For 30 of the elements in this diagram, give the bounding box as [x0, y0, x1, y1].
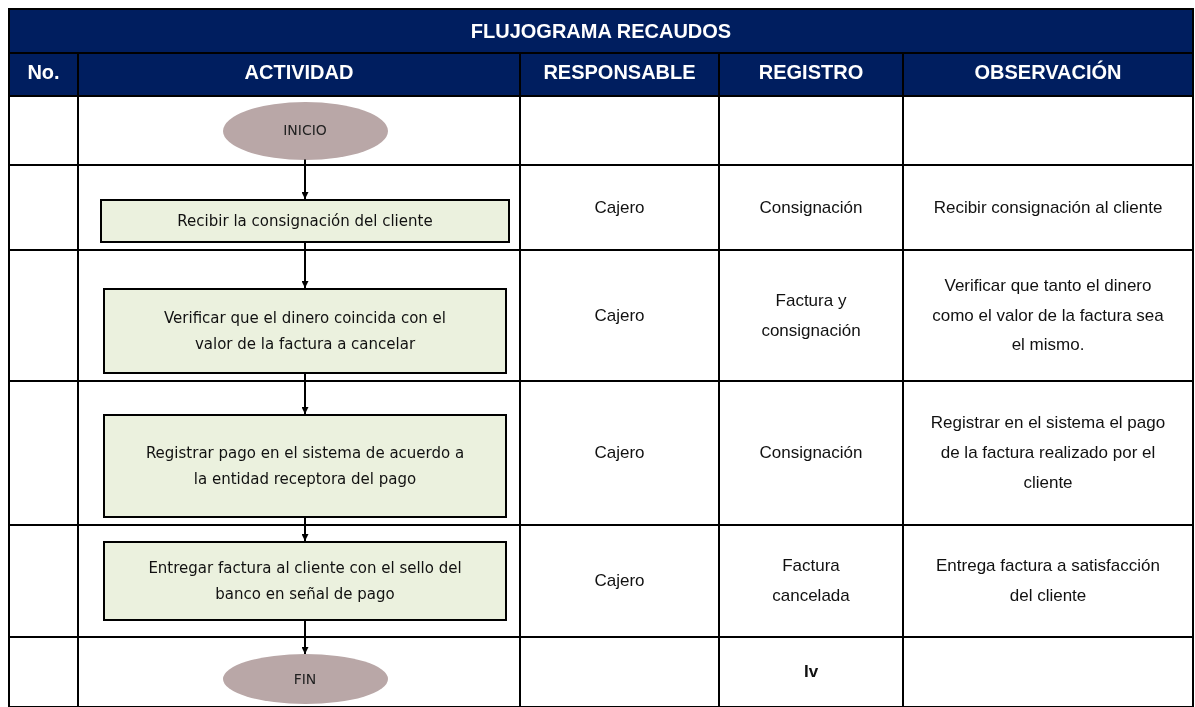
- arrow: [301, 517, 309, 542]
- column-header: No.: [10, 54, 79, 97]
- arrow: [301, 158, 309, 200]
- arrow: [301, 620, 309, 655]
- arrow: [301, 373, 309, 415]
- table-cell: Verificar que tanto el dinero como el valor de la factura sea el mismo.: [904, 251, 1194, 382]
- table-cell: Consignación: [720, 166, 904, 251]
- column-header: OBSERVACIÓN: [904, 54, 1194, 97]
- terminator-ellipse: FIN: [222, 654, 388, 704]
- arrow: [301, 242, 309, 289]
- terminator-ellipse: INICIO: [222, 101, 388, 160]
- table-cell: Cajero: [521, 382, 720, 526]
- process-box: Entregar factura al cliente con el sello del banco en señal de pago: [103, 541, 507, 621]
- column-header: ACTIVIDAD: [79, 54, 521, 97]
- table-cell: Recibir consignación al cliente: [904, 166, 1194, 251]
- process-box: Registrar pago en el sistema de acuerdo a la entidad receptora del pago: [103, 414, 507, 518]
- process-box: Verificar que el dinero coincida con el valor de la factura a cancelar: [103, 288, 507, 374]
- table-cell: Iv: [720, 638, 904, 707]
- column-header: REGISTRO: [720, 54, 904, 97]
- table-cell: Registrar en el sistema el pago de la factura realizado por el cliente: [904, 382, 1194, 526]
- table-cell: Entrega factura a satisfacción del cliente: [904, 526, 1194, 638]
- table-title: FLUJOGRAMA RECAUDOS: [10, 10, 1194, 54]
- table-cell: Factura cancelada: [720, 526, 904, 638]
- table-cell: Cajero: [521, 166, 720, 251]
- column-header: RESPONSABLE: [521, 54, 720, 97]
- table-cell: Cajero: [521, 251, 720, 382]
- process-box: Recibir la consignación del cliente: [100, 199, 510, 243]
- table-cell: Consignación: [720, 382, 904, 526]
- table-cell: Cajero: [521, 526, 720, 638]
- table-cell: Factura y consignación: [720, 251, 904, 382]
